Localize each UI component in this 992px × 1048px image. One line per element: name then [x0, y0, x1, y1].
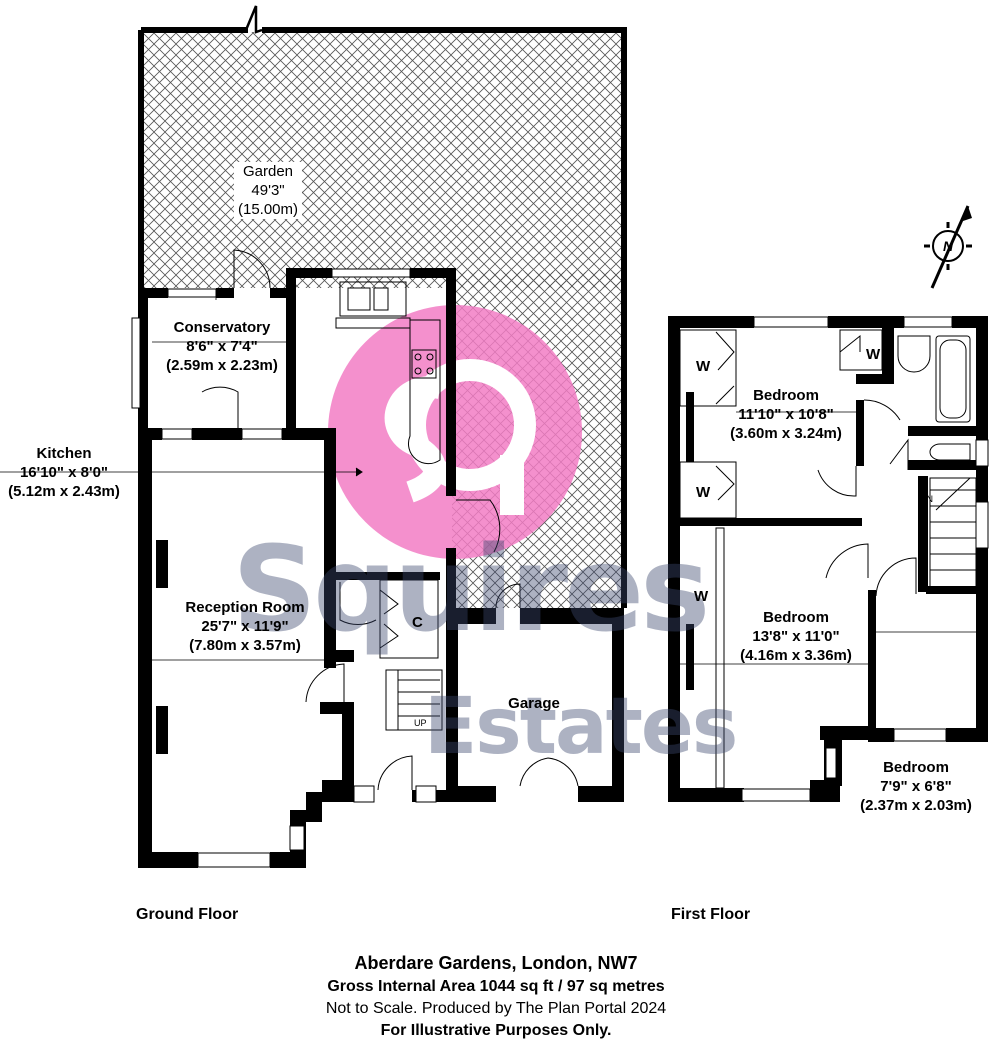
bedroom1-metric: (3.60m x 3.24m)	[730, 425, 842, 442]
bedroom1-label: Bedroom 11'10" x 10'8" (3.60m x 3.24m)	[730, 386, 842, 443]
first-floor-label: First Floor	[671, 906, 751, 923]
garden-imperial: 49'3"	[251, 182, 285, 199]
stairs-up-mark: UP	[414, 718, 427, 728]
scale-note: Not to Scale. Produced by The Plan Porta…	[325, 1000, 667, 1017]
wardrobe-mark-3: W	[696, 484, 711, 501]
ground-floor-details	[0, 249, 579, 868]
footer: Aberdare Gardens, London, NW7 Gross Inte…	[0, 950, 992, 1042]
bedroom3-name: Bedroom	[883, 759, 949, 776]
watermark-squires: Squires	[232, 520, 710, 658]
kitchen-name: Kitchen	[36, 445, 92, 462]
first-floor-walls	[668, 316, 988, 802]
illustrative-note: For Illustrative Purposes Only.	[380, 1022, 612, 1039]
garden-metric: (15.00m)	[237, 201, 299, 218]
address: Aberdare Gardens, London, NW7	[354, 953, 638, 973]
north-mark: N	[943, 238, 954, 254]
reception-name: Reception Room	[185, 599, 305, 616]
conservatory-imperial: 8'6" x 7'4"	[186, 338, 258, 355]
kitchen-label: Kitchen 16'10" x 8'0" (5.12m x 2.43m)	[8, 444, 120, 501]
kitchen-metric: (5.12m x 2.43m)	[8, 483, 120, 500]
garden-label: Garden 49'3" (15.00m)	[233, 162, 303, 219]
wardrobe-mark-2: W	[866, 346, 881, 363]
wardrobe-mark-4: W	[694, 588, 709, 605]
garage-name: Garage	[508, 695, 560, 712]
compass-icon	[924, 205, 972, 289]
conservatory-label: Conservatory 8'6" x 7'4" (2.59m x 2.23m)	[166, 318, 278, 375]
watermark-estates: Estates	[424, 682, 738, 772]
ground-floor-label: Ground Floor	[136, 906, 239, 923]
bedroom3-imperial: 7'9" x 6'8"	[880, 778, 952, 795]
bedroom3-metric: (2.37m x 2.03m)	[860, 797, 972, 814]
kitchen-imperial: 16'10" x 8'0"	[19, 464, 109, 481]
garden-name: Garden	[242, 163, 294, 180]
bedroom3-label: Bedroom 7'9" x 6'8" (2.37m x 2.03m)	[860, 758, 972, 815]
reception-label: Reception Room 25'7" x 11'9" (7.80m x 3.…	[185, 598, 304, 655]
bedroom2-imperial: 13'8" x 11'0"	[752, 628, 840, 645]
conservatory-metric: (2.59m x 2.23m)	[166, 357, 278, 374]
bedroom1-imperial: 11'10" x 10'8"	[738, 406, 834, 423]
gross-area: Gross Internal Area 1044 sq ft / 97 sq m…	[327, 978, 665, 995]
bedroom2-metric: (4.16m x 3.36m)	[740, 647, 852, 664]
cupboard-mark: C	[412, 614, 423, 631]
conservatory-name: Conservatory	[173, 319, 271, 336]
stairs-down-mark: DN	[920, 494, 933, 504]
bedroom2-name: Bedroom	[763, 609, 829, 626]
garage-label: Garage	[508, 694, 560, 713]
wardrobe-mark-1: W	[696, 358, 711, 375]
reception-imperial: 25'7" x 11'9"	[201, 618, 289, 635]
bedroom2-label: Bedroom 13'8" x 11'0" (4.16m x 3.36m)	[740, 608, 852, 665]
first-floor-details	[679, 316, 989, 802]
reception-metric: (7.80m x 3.57m)	[189, 637, 301, 654]
bedroom1-name: Bedroom	[753, 387, 819, 404]
